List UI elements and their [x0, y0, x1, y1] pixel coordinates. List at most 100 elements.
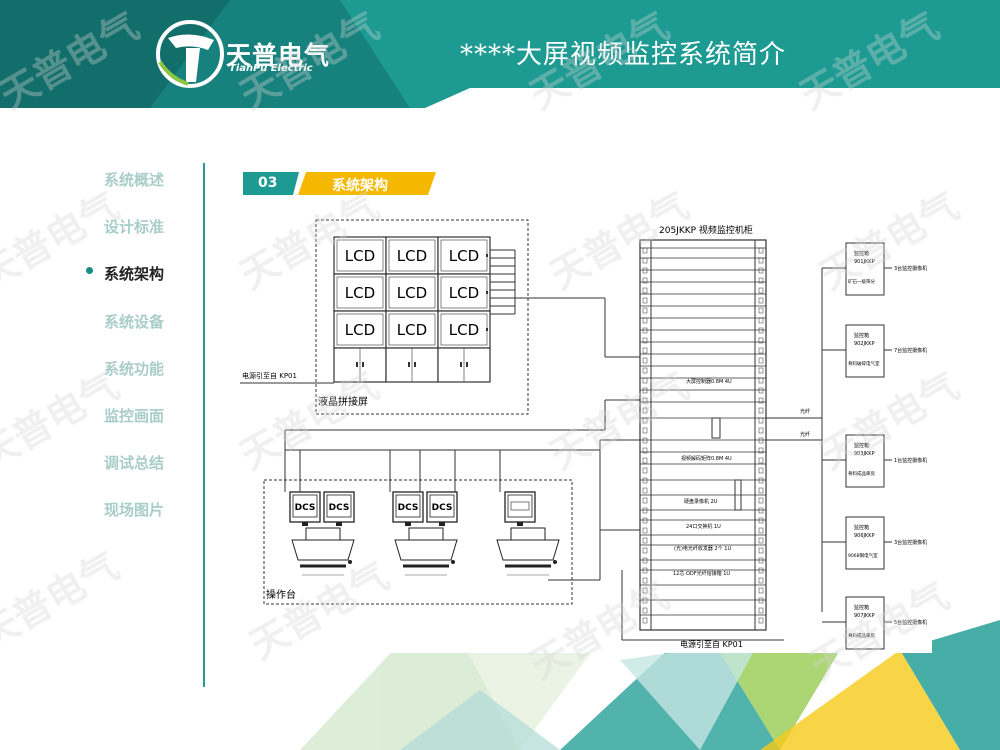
- workstations: DCS DCS DCS DCS: [289, 491, 560, 576]
- rail-hole: [642, 577, 648, 584]
- mouse: [348, 560, 352, 564]
- cabinet-module: [711, 417, 721, 439]
- camera-box-type: 监控箱: [854, 524, 869, 531]
- camera-box: [845, 242, 885, 296]
- monitor-screen: [292, 494, 318, 518]
- rail-hole: [642, 377, 648, 384]
- dcs-label: DCS: [432, 503, 453, 513]
- lcd-label: LCD: [397, 321, 427, 339]
- console-links: [284, 430, 645, 581]
- rail-hole: [642, 347, 648, 354]
- lcd-label: LCD: [397, 284, 427, 302]
- rail-hole: [758, 407, 764, 414]
- dcs-label: DCS: [295, 503, 316, 513]
- rail-hole: [758, 397, 764, 404]
- cabinet-title: 205JKKP 视频监控机柜: [659, 224, 753, 236]
- fiber-label-1: 光纤: [800, 408, 810, 415]
- nav-item-equipment[interactable]: 系统设备: [104, 313, 165, 331]
- monitor-screen: [429, 494, 455, 518]
- nav-item-functions[interactable]: 系统功能: [104, 360, 165, 378]
- rail-hole: [758, 537, 764, 544]
- rail-hole: [642, 487, 648, 494]
- nav-item-architecture[interactable]: 系统架构: [104, 265, 165, 283]
- lcd-panel-bezel: [336, 239, 384, 272]
- rail-hole: [758, 297, 764, 304]
- rail-hole: [642, 517, 648, 524]
- rail-hole: [642, 567, 648, 574]
- monitor-stand: [517, 522, 523, 526]
- pc-unit: [305, 527, 341, 541]
- rail-hole: [758, 487, 764, 494]
- camera-box-id: 906JKKP: [854, 533, 875, 539]
- rail-hole: [642, 337, 648, 344]
- lcd-panel: [437, 310, 491, 349]
- rail-hole: [642, 257, 648, 264]
- camera-dest-label: 7台监控摄像机: [894, 347, 927, 354]
- rail-hole: [758, 527, 764, 534]
- rail-hole: [758, 327, 764, 334]
- nav-item-standards[interactable]: 设计标准: [104, 218, 165, 236]
- rail-hole: [642, 277, 648, 284]
- camera-box-type: 监控箱: [854, 250, 869, 257]
- nav-item-overview[interactable]: 系统概述: [104, 171, 165, 189]
- logo-emblem: [156, 20, 224, 88]
- rail-hole: [642, 287, 648, 294]
- rail-hole: [642, 267, 648, 274]
- rail-hole: [758, 497, 764, 504]
- rail-hole: [642, 357, 648, 364]
- logo-text-en: TianPu Electric: [229, 63, 313, 74]
- lcd-cabinet-handle: [414, 362, 416, 367]
- rail-hole: [758, 447, 764, 454]
- mouse: [553, 560, 557, 564]
- section-label-tag: [298, 172, 436, 195]
- console-desk: [496, 539, 560, 561]
- rail-hole: [642, 417, 648, 424]
- nav-item-screens[interactable]: 监控画面: [104, 407, 165, 425]
- rail-hole: [642, 447, 648, 454]
- rail-hole: [642, 457, 648, 464]
- lcd-panel-bezel: [388, 239, 436, 272]
- rail-hole: [758, 377, 764, 384]
- camera-box: [845, 596, 885, 650]
- camera-boxes: 监控箱901JKKP矿石一级筛分3台监控摄像机监控箱902JKKP骨料破碎电气室…: [822, 242, 927, 650]
- nav-item-commissioning[interactable]: 调试总结: [104, 454, 165, 472]
- rail-hole: [758, 567, 764, 574]
- mouse: [451, 560, 455, 564]
- console-frame: [263, 479, 573, 605]
- rail-hole: [758, 277, 764, 284]
- lcd-label: LCD: [345, 321, 375, 339]
- camera-dest-label: 1台监控摄像机: [894, 457, 927, 464]
- cabinet-module-2: [734, 479, 742, 511]
- lcd-cabinet-handle: [408, 362, 410, 367]
- cabinet-label-2: 硬盘录像机 2U: [684, 498, 718, 505]
- camera-box-note: 骨料成品库房: [848, 470, 875, 477]
- diagram-panel: [226, 203, 932, 653]
- lcd-cabinet-handle: [466, 362, 468, 367]
- camera-box-note: 骨料破碎电气室: [848, 360, 880, 367]
- rail-hole: [642, 397, 648, 404]
- dcs-label: DCS: [329, 503, 350, 513]
- lcd-to-cabinet-links: [285, 249, 645, 441]
- lcd-panel: [333, 310, 387, 349]
- lcd-wall-caption: 液晶拼接屏: [318, 395, 368, 408]
- cabinet-label-1: 视频解码矩阵0.8M 4U: [681, 455, 732, 462]
- console-desk: [291, 539, 355, 561]
- camera-dest-label: 3台监控摄像机: [894, 539, 927, 546]
- nav-item-photos[interactable]: 现场图片: [104, 501, 165, 519]
- lcd-panel-bezel: [388, 276, 436, 309]
- camera-box-id: 903JKKP: [854, 451, 875, 457]
- rail-hole: [642, 497, 648, 504]
- dcs-label: DCS: [398, 503, 419, 513]
- lcd-label: LCD: [345, 247, 375, 265]
- rail-hole: [758, 307, 764, 314]
- lcd-port: [486, 291, 488, 294]
- cabinet-label-0: 大屏控制器0.8M 4U: [686, 378, 732, 385]
- rail-hole: [758, 347, 764, 354]
- rail-hole: [758, 517, 764, 524]
- section-label: 系统架构: [332, 178, 388, 194]
- lcd-wall-frame: [315, 219, 529, 415]
- rail-hole: [758, 387, 764, 394]
- rail-hole: [642, 247, 648, 254]
- cabinet-label-4: (光)电光纤收发器 2个 1U: [674, 545, 731, 552]
